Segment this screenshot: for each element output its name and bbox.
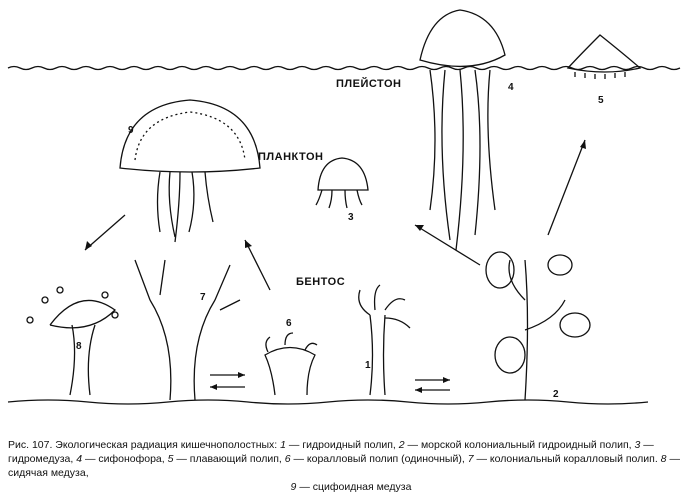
figure-label-7: 7	[200, 292, 206, 303]
caption-last-line: 9 — сцифоидная медуза	[8, 480, 694, 494]
caption-text: — сидячая медуза,	[8, 453, 680, 479]
hydroid-polyp-drawing	[358, 284, 411, 396]
caption-num: 2	[398, 439, 405, 451]
caption-text: — гидроидный полип,	[288, 439, 396, 451]
coral-polyp-drawing	[264, 332, 318, 396]
caption-num: 1	[280, 439, 286, 451]
zone-label-pleiston: ПЛЕЙСТОН	[336, 78, 402, 90]
hydromedusa-drawing	[315, 157, 369, 209]
caption-num: 9	[290, 481, 297, 493]
caption-text: — морской колониальный гидроидный полип,	[407, 439, 632, 451]
floating-polyp-drawing	[566, 34, 642, 79]
caption-num: 3	[634, 439, 641, 451]
caption-text: — гидромедуза,	[8, 439, 654, 465]
water-surface-line	[7, 65, 681, 71]
caption-num: 6	[284, 453, 291, 465]
caption-text: — коралловый полип (одиночный),	[293, 453, 465, 465]
colonial-coral-polyp-drawing	[134, 259, 241, 401]
colonial-hydroid-polyp-drawing	[485, 251, 591, 401]
scyphoid-medusa-drawing	[119, 99, 261, 243]
seabed-line	[7, 399, 649, 405]
caption-text: — сцифоидная медуза	[299, 481, 412, 493]
zone-label-plankton: ПЛАНКТОН	[258, 151, 324, 163]
figure-label-3: 3	[348, 212, 354, 223]
caption-num: 5	[167, 453, 174, 465]
caption-text: — сифонофора,	[84, 453, 165, 465]
figure-label-9: 9	[128, 125, 134, 136]
caption-text: — колониальный коралловый полип.	[476, 453, 658, 465]
caption-prefix: Рис. 107. Экологическая радиация кишечно…	[8, 439, 278, 451]
caption-num: 7	[467, 453, 474, 465]
caption-num: 8	[660, 453, 667, 465]
figure-label-4: 4	[508, 82, 514, 93]
caption-num: 4	[76, 453, 83, 465]
figure-label-6: 6	[286, 318, 292, 329]
zone-label-benthos: БЕНТОС	[296, 276, 346, 288]
sessile-medusa-drawing	[26, 286, 119, 396]
evolution-arrows	[84, 139, 586, 391]
figure-label-2: 2	[553, 389, 559, 400]
figure-caption: Рис. 107. Экологическая радиация кишечно…	[8, 438, 694, 494]
caption-text: — плавающий полип,	[176, 453, 282, 465]
siphonophore-drawing	[419, 9, 506, 251]
figure-label-1: 1	[365, 360, 371, 371]
figure-label-5: 5	[598, 95, 604, 106]
figure-label-8: 8	[76, 341, 82, 352]
